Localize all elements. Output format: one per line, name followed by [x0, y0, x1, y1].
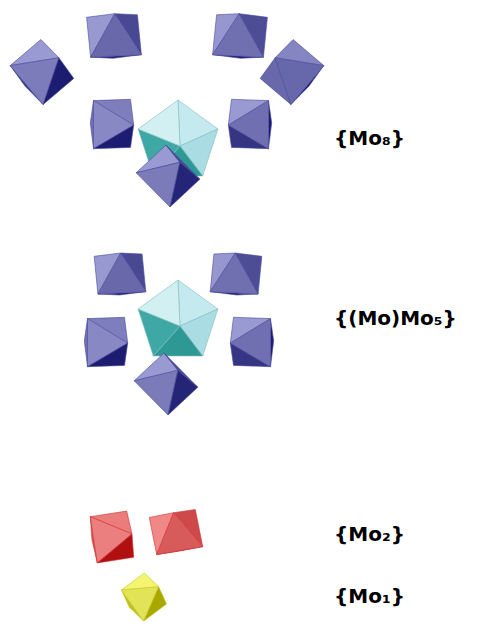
octahedron	[10, 40, 74, 105]
formula-label-box: {Mo₈}	[334, 126, 405, 150]
formula-label: {Mo₁}	[334, 584, 405, 608]
octahedron-face	[271, 319, 274, 367]
octahedron-face	[235, 253, 261, 294]
octahedron-face	[91, 14, 142, 58]
octahedron-face	[84, 319, 87, 367]
octahedron	[90, 99, 133, 148]
formula-label-box: {Mo₁}	[334, 584, 405, 608]
formula-label: {Mo₈}	[334, 126, 405, 150]
octahedron-face	[97, 534, 133, 563]
octahedron	[84, 317, 127, 366]
octahedron-face	[88, 319, 128, 367]
formula-label: {Mo₂}	[334, 522, 405, 546]
octahedron	[136, 145, 200, 207]
octahedron-face	[94, 125, 134, 149]
formula-label: {(Mo)Mo₅}	[334, 306, 457, 330]
octahedron	[210, 253, 262, 295]
bipyramid-face	[138, 280, 180, 326]
octahedron-face	[98, 253, 146, 294]
octahedron-face	[94, 101, 134, 149]
bipyramid-face	[138, 100, 180, 146]
octahedron	[230, 317, 273, 366]
octahedron	[87, 14, 142, 59]
formula-label-box: {(Mo)Mo₅}	[334, 306, 457, 330]
octahedron-face	[88, 343, 128, 367]
octahedron-face	[228, 101, 268, 149]
octahedron	[149, 510, 202, 555]
mo2-dimer	[90, 510, 202, 563]
octahedron	[228, 99, 271, 148]
octahedron-face	[269, 101, 272, 149]
octahedron-face	[230, 319, 270, 367]
octahedron-face	[144, 587, 167, 621]
octahedron-face	[43, 58, 74, 105]
octahedron	[94, 253, 146, 295]
octahedron	[213, 14, 268, 59]
octahedron	[121, 573, 166, 621]
mo1-monomer	[121, 573, 166, 621]
octahedron-face	[170, 162, 200, 207]
octahedron-face	[275, 58, 324, 105]
octahedron	[90, 511, 133, 563]
mo5-cluster	[84, 253, 273, 415]
mo8-cluster	[10, 14, 324, 207]
formula-label-box: {Mo₂}	[334, 522, 405, 546]
octahedron	[134, 353, 198, 415]
octahedron-face	[90, 101, 93, 149]
octahedron-face	[239, 14, 267, 58]
octahedron-face	[157, 513, 203, 555]
octahedron	[260, 40, 324, 105]
pentagonal-bipyramid	[138, 280, 218, 356]
octahedron-face	[168, 370, 198, 415]
